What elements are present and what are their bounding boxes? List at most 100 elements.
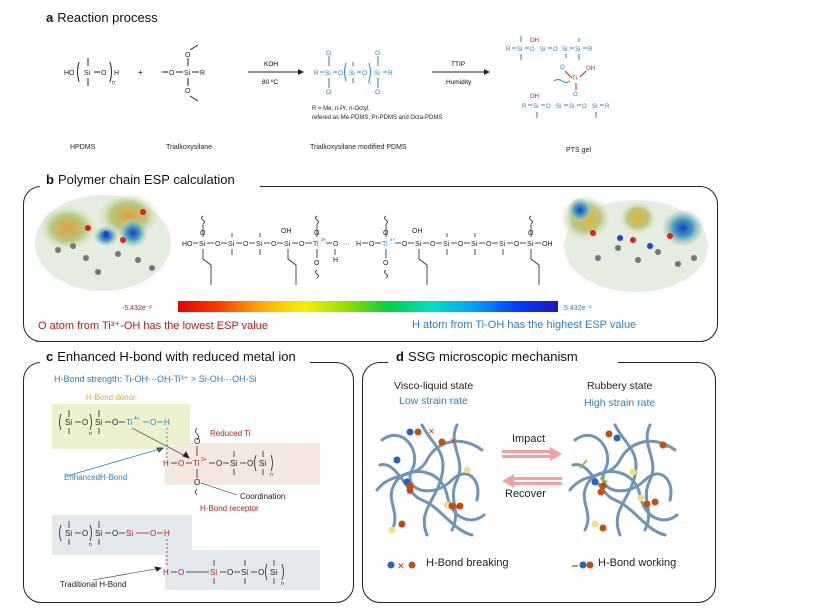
svg-text:O: O bbox=[458, 241, 464, 248]
svg-text:O: O bbox=[299, 241, 305, 248]
svg-text:O: O bbox=[112, 418, 118, 427]
svg-text:✕: ✕ bbox=[428, 427, 435, 436]
panel-a-scheme: HO Si O n H + O Si R O O KOH 80 ºC R Si … bbox=[64, 36, 610, 154]
traditional-box-2 bbox=[165, 550, 320, 590]
svg-text:Si: Si bbox=[443, 241, 450, 248]
svg-text:O: O bbox=[514, 241, 520, 248]
svg-text:O: O bbox=[530, 47, 535, 53]
o-atom-note: O atom from Ti³⁺-OH has the lowest ESP v… bbox=[38, 320, 268, 332]
svg-text:R: R bbox=[522, 104, 527, 110]
hbond-breaking-legend-icon: ✕ bbox=[387, 561, 416, 571]
svg-text:O: O bbox=[247, 459, 253, 468]
svg-text:O: O bbox=[215, 241, 221, 248]
svg-text:OH: OH bbox=[412, 228, 423, 235]
svg-text:R: R bbox=[588, 47, 593, 53]
svg-text:✕: ✕ bbox=[454, 503, 461, 512]
esp-surface-right bbox=[562, 196, 708, 292]
esp-scale-max: 5.432e⁻² bbox=[564, 305, 592, 312]
svg-text:O: O bbox=[178, 568, 184, 577]
impact-label: Impact bbox=[512, 433, 546, 445]
svg-text:Si: Si bbox=[556, 104, 561, 110]
svg-text:O: O bbox=[553, 47, 558, 53]
svg-text:O: O bbox=[185, 88, 191, 95]
svg-text:✕: ✕ bbox=[406, 488, 413, 497]
hbond-working-label: H-Bond working bbox=[598, 557, 677, 569]
reduced-ti-label: Reduced Ti bbox=[210, 429, 251, 438]
svg-text:O: O bbox=[194, 437, 200, 446]
esp-surface-left bbox=[35, 194, 171, 291]
h-atom-note: H atom from Ti-OH has the highest ESP va… bbox=[412, 319, 637, 331]
humidity-label: Humidity bbox=[446, 79, 472, 86]
svg-text:HO: HO bbox=[182, 241, 193, 248]
svg-text:O: O bbox=[271, 241, 277, 248]
svg-text:O: O bbox=[194, 478, 200, 487]
svg-text:O: O bbox=[258, 568, 264, 577]
svg-text:Si: Si bbox=[84, 70, 91, 77]
modified-pdms-structure: R Si O O O Si O n Si O O R bbox=[314, 50, 393, 96]
svg-text:H: H bbox=[333, 257, 338, 264]
svg-text:Si: Si bbox=[517, 47, 522, 53]
svg-text:OH: OH bbox=[530, 38, 539, 44]
svg-text:Si: Si bbox=[95, 529, 102, 538]
hbond-breaking-label: H-Bond breaking bbox=[426, 557, 509, 569]
recover-arrow bbox=[502, 474, 562, 488]
svg-text:O: O bbox=[375, 50, 380, 57]
panel-b-box bbox=[23, 186, 718, 342]
svg-text:n: n bbox=[270, 472, 273, 478]
traditional-hbond-label: Traditional H-Bond bbox=[60, 580, 127, 589]
svg-text:O: O bbox=[375, 89, 380, 96]
svg-text:Ti: Ti bbox=[382, 241, 388, 248]
polymer-chain-structure: HO Si O O Si O Si O Si OH O Ti 3+ O O bbox=[182, 215, 553, 285]
trialkoxysilane-structure: O Si R O O bbox=[162, 44, 205, 102]
svg-text:Si: Si bbox=[575, 47, 580, 53]
panel-d-title-mask bbox=[388, 348, 618, 370]
svg-text:Si: Si bbox=[256, 241, 263, 248]
svg-text:Si: Si bbox=[533, 104, 538, 110]
svg-text:Si: Si bbox=[527, 241, 534, 248]
trialkoxysilane-label: Trialkoxysilane bbox=[166, 144, 212, 151]
svg-text:Ti: Ti bbox=[126, 418, 133, 427]
network-rubbery bbox=[568, 423, 679, 537]
svg-text:O: O bbox=[333, 241, 339, 248]
svg-text:O: O bbox=[560, 65, 565, 71]
svg-text:Si: Si bbox=[499, 241, 506, 248]
svg-text:O: O bbox=[383, 260, 389, 267]
svg-text:O: O bbox=[216, 459, 222, 468]
svg-text:n: n bbox=[89, 431, 92, 437]
impact-arrow bbox=[502, 447, 562, 461]
enhanced-hbond-label: EnhancedH-Bond bbox=[64, 473, 128, 482]
svg-text:✕: ✕ bbox=[398, 521, 405, 530]
svg-text:✕: ✕ bbox=[450, 437, 457, 446]
svg-text:OH: OH bbox=[586, 66, 595, 72]
svg-text:O: O bbox=[326, 50, 331, 57]
svg-text:3+: 3+ bbox=[321, 237, 327, 242]
modified-pdms-label: Trialkoxysilane modified PDMS bbox=[310, 144, 407, 151]
temp-label: 80 ºC bbox=[262, 79, 278, 86]
traditional-box bbox=[52, 515, 192, 555]
svg-text:Si: Si bbox=[228, 241, 235, 248]
esp-scale-min: -5.432e⁻² bbox=[122, 305, 152, 312]
coordination-label: Coordination bbox=[240, 492, 286, 501]
svg-text:R: R bbox=[314, 70, 319, 77]
svg-text:Si: Si bbox=[126, 529, 133, 538]
svg-text:O: O bbox=[369, 241, 375, 248]
svg-text:O: O bbox=[82, 418, 88, 427]
svg-text:O: O bbox=[362, 70, 367, 77]
svg-text:Si: Si bbox=[562, 47, 567, 53]
pts-gel-label: PTS gel bbox=[566, 147, 591, 154]
panel-b-title-mask bbox=[40, 172, 260, 194]
svg-text:H: H bbox=[356, 241, 361, 248]
svg-text:R: R bbox=[605, 104, 610, 110]
svg-text:Si: Si bbox=[184, 70, 191, 77]
svg-text:Ti: Ti bbox=[572, 76, 577, 82]
svg-text:Si: Si bbox=[592, 104, 597, 110]
svg-text:✕: ✕ bbox=[397, 561, 405, 571]
recover-label: Recover bbox=[505, 488, 546, 500]
svg-text:n: n bbox=[89, 542, 92, 548]
r-definition-1: R = Me, n-Pr, n-Octyl, bbox=[312, 106, 370, 112]
esp-color-scale bbox=[178, 301, 558, 312]
svg-text:O: O bbox=[243, 241, 249, 248]
rubbery-state-label: Rubbery state bbox=[587, 380, 653, 392]
hbond-working-legend-icon bbox=[572, 561, 594, 569]
